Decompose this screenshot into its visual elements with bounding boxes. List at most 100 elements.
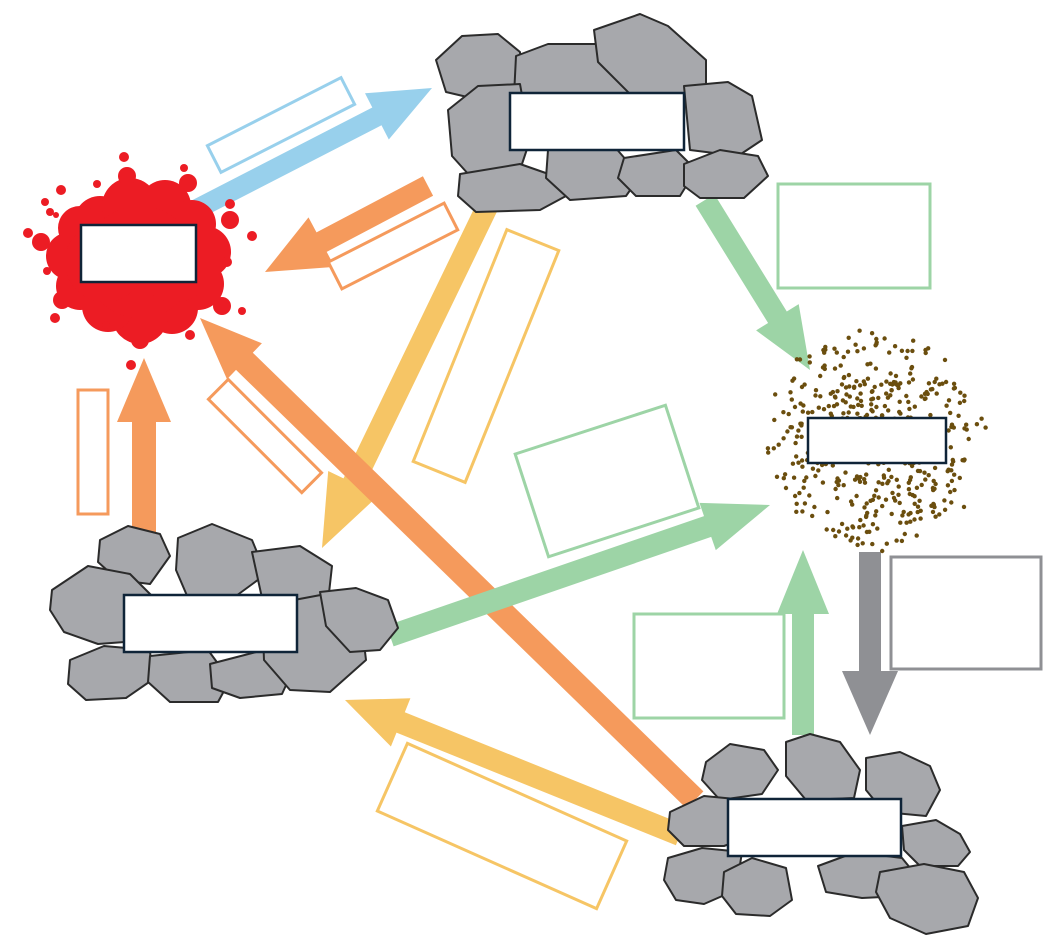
node-label-box[interactable] bbox=[122, 593, 299, 654]
sediment-grain bbox=[855, 542, 860, 548]
sediment-grain bbox=[880, 503, 885, 509]
arrow-rock-top-to-magma bbox=[265, 176, 434, 272]
sediment-grain bbox=[912, 517, 917, 522]
arrow-sediment-to-rock-bottom-right bbox=[842, 552, 898, 735]
sediment-grain bbox=[872, 384, 877, 390]
sediment-grain bbox=[774, 474, 780, 479]
arrow-label-box[interactable] bbox=[632, 612, 786, 720]
arrow-label-box[interactable] bbox=[76, 388, 110, 516]
sediment-grain bbox=[884, 541, 889, 546]
sediment-grain bbox=[946, 428, 951, 433]
sediment-grain bbox=[928, 412, 933, 418]
sediment-grain bbox=[788, 390, 793, 395]
nodes-layer bbox=[23, 13, 988, 935]
sediment-grain bbox=[910, 377, 916, 382]
sediment-grain bbox=[843, 470, 848, 475]
sediment-grain bbox=[861, 346, 867, 351]
sediment-grain bbox=[824, 527, 829, 532]
magma-droplet bbox=[53, 291, 71, 309]
sediment-grain bbox=[791, 376, 797, 381]
arrow-label-box[interactable] bbox=[206, 377, 324, 495]
sediment-grain bbox=[782, 472, 788, 477]
sediment-grain bbox=[842, 374, 847, 380]
sediment-grain bbox=[862, 477, 867, 482]
node-label-box[interactable] bbox=[508, 91, 686, 152]
sediment-grain bbox=[818, 373, 823, 379]
sediment-grain bbox=[914, 533, 919, 538]
sediment-grain bbox=[951, 386, 957, 391]
node-label-box[interactable] bbox=[806, 416, 948, 465]
sediment-grain bbox=[926, 346, 931, 351]
sediment-grain bbox=[869, 402, 874, 407]
sediment-grain bbox=[857, 479, 863, 484]
sediment-grain bbox=[937, 512, 942, 517]
node-label-box[interactable] bbox=[79, 223, 198, 284]
sediment-grain bbox=[942, 507, 948, 512]
arrow-label-box[interactable] bbox=[375, 741, 629, 911]
sediment-grain bbox=[848, 404, 853, 409]
sediment-grain bbox=[847, 394, 852, 399]
sediment-grain bbox=[810, 409, 815, 415]
sediment-grain bbox=[853, 342, 858, 347]
arrow-label-box[interactable] bbox=[889, 555, 1043, 671]
sediment-grain bbox=[911, 338, 916, 343]
rock-shape bbox=[901, 819, 971, 867]
sediment-grain bbox=[888, 381, 893, 386]
sediment-grain bbox=[952, 472, 957, 477]
sediment-grain bbox=[807, 360, 812, 365]
node-rock-top bbox=[435, 13, 769, 213]
arrow-rock-top-to-sediment bbox=[695, 194, 810, 370]
arrow-label-box[interactable] bbox=[776, 182, 932, 290]
sediment-grain bbox=[857, 328, 862, 333]
sediment-grain bbox=[915, 504, 921, 509]
sediment-grain bbox=[912, 494, 917, 499]
sediment-grain bbox=[790, 461, 796, 466]
sediment-grain bbox=[802, 501, 808, 506]
sediment-grain bbox=[904, 355, 909, 360]
sediment-grain bbox=[852, 477, 858, 482]
sediment-grain bbox=[831, 527, 836, 533]
node-rock-bottom-right bbox=[663, 733, 979, 935]
arrow-label-box[interactable] bbox=[411, 227, 561, 485]
sediment-grain bbox=[901, 509, 906, 515]
arrow-label-box[interactable] bbox=[513, 403, 701, 559]
sediment-grain bbox=[797, 490, 802, 496]
sediment-grain bbox=[870, 541, 875, 547]
sediment-grain bbox=[843, 385, 849, 390]
sediment-grain bbox=[919, 394, 924, 399]
sediment-grain bbox=[813, 393, 818, 398]
sediment-grain bbox=[864, 472, 869, 477]
sediment-grain bbox=[813, 388, 819, 393]
sediment-grain bbox=[821, 407, 827, 412]
sediment-grain bbox=[949, 500, 954, 505]
sediment-grain bbox=[792, 493, 798, 499]
magma-droplet bbox=[43, 267, 51, 275]
sediment-grain bbox=[781, 436, 786, 441]
rock-shape bbox=[701, 743, 779, 801]
sediment-grain bbox=[948, 489, 953, 495]
arrow-label-rock-bottom-right-to-magma bbox=[206, 377, 324, 495]
sediment-grain bbox=[812, 504, 817, 510]
sediment-grain bbox=[776, 442, 781, 447]
sediment-grain bbox=[900, 513, 905, 518]
rock-shape bbox=[67, 645, 153, 701]
sediment-grain bbox=[841, 354, 846, 360]
arrow-label-box[interactable] bbox=[205, 75, 357, 175]
sediment-grain bbox=[951, 381, 957, 386]
sediment-grain bbox=[929, 503, 934, 508]
sediment-grain bbox=[945, 483, 951, 488]
sediment-grain bbox=[891, 495, 897, 501]
sediment-grain bbox=[966, 436, 971, 442]
sediment-grain bbox=[906, 487, 912, 492]
sediment-grain bbox=[919, 482, 924, 488]
arrow-label-box[interactable] bbox=[326, 201, 460, 291]
sediment-grain bbox=[794, 501, 799, 506]
sediment-grain bbox=[846, 335, 851, 340]
sediment-grain bbox=[893, 381, 898, 386]
node-label-box[interactable] bbox=[726, 797, 903, 858]
sediment-grain bbox=[934, 391, 939, 396]
sediment-grain bbox=[766, 450, 771, 455]
sediment-grain bbox=[833, 534, 838, 539]
sediment-grain bbox=[926, 473, 931, 478]
magma-droplet bbox=[180, 164, 188, 172]
